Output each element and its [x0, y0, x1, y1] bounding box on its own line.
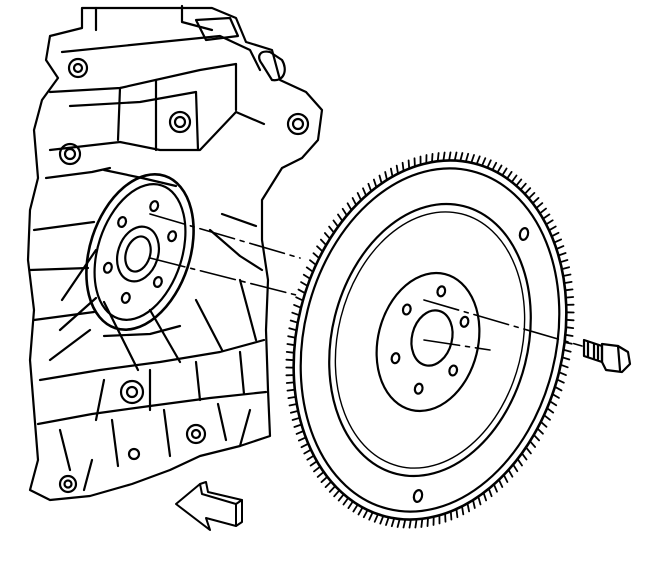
alignment-lines	[149, 213, 583, 351]
flange-bolt-hole	[117, 216, 128, 228]
flange-bolt-hole	[102, 261, 113, 274]
flywheel-bolt	[582, 338, 632, 374]
flywheel-bolt-hole	[448, 364, 459, 377]
alignment-line-bolt-lower	[423, 339, 491, 351]
flange-bolt-hole	[152, 276, 163, 288]
direction-arrow-icon	[175, 481, 243, 531]
flywheel-bolt-hole	[401, 303, 412, 316]
flange-bolt-hole	[120, 291, 131, 304]
flywheel-bolt-hole	[459, 315, 470, 328]
alignment-line-lower	[149, 257, 301, 297]
ring-gear-teeth	[285, 151, 575, 529]
engine-block	[26, 4, 324, 502]
flange-bolt-hole	[149, 200, 160, 213]
flywheel-bolt-holes	[390, 285, 470, 395]
flywheel	[285, 151, 575, 529]
flywheel-bolt-hole	[390, 352, 401, 365]
flywheel-bolt-hole	[413, 382, 424, 395]
ring-gear-tooth	[285, 151, 575, 529]
alignment-line-bolt-upper	[423, 299, 583, 347]
flange-bolt-holes	[102, 200, 178, 304]
flywheel-bolt-hole	[436, 285, 447, 298]
flange-bolt-hole	[167, 230, 178, 243]
crankshaft-flange	[85, 168, 195, 338]
alignment-line-upper	[149, 213, 301, 259]
